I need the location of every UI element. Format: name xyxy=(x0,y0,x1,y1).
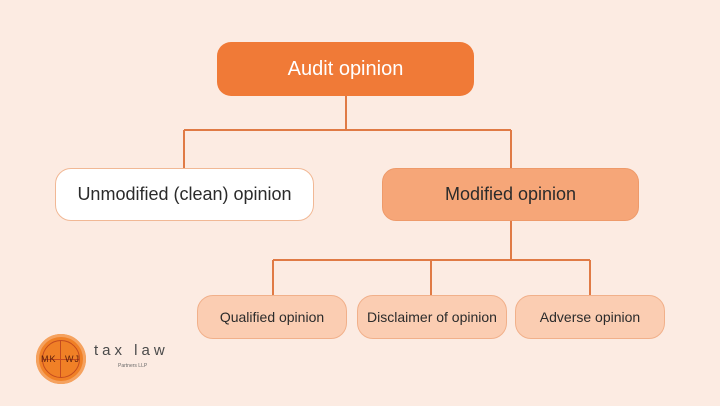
node-audit-opinion: Audit opinion xyxy=(217,42,474,96)
logo-wordmark: tax law xyxy=(94,342,169,359)
node-label: Adverse opinion xyxy=(539,309,641,325)
logo-tagline: Partners LLP xyxy=(118,363,148,369)
node-adverse-opinion: Adverse opinion xyxy=(515,295,665,339)
node-label: Disclaimer of opinion xyxy=(367,309,497,325)
node-label: Audit opinion xyxy=(287,57,404,80)
logo-mark-right: WJ xyxy=(65,354,80,364)
node-label: Qualified opinion xyxy=(219,309,325,325)
logo-emblem-icon: MK WJ xyxy=(36,334,86,384)
node-modified-opinion: Modified opinion xyxy=(382,168,639,221)
company-logo: MK WJ tax law Partners LLP xyxy=(36,334,176,384)
node-qualified-opinion: Qualified opinion xyxy=(197,295,347,339)
node-label: Modified opinion xyxy=(444,184,577,204)
node-unmodified-opinion: Unmodified (clean) opinion xyxy=(55,168,314,221)
connector-root-to-level1 xyxy=(183,96,512,168)
node-label: Unmodified (clean) opinion xyxy=(77,184,292,204)
logo-mark-left: MK xyxy=(41,354,57,364)
node-disclaimer-of-opinion: Disclaimer of opinion xyxy=(357,295,507,339)
connector-modified-to-level2 xyxy=(272,221,591,295)
